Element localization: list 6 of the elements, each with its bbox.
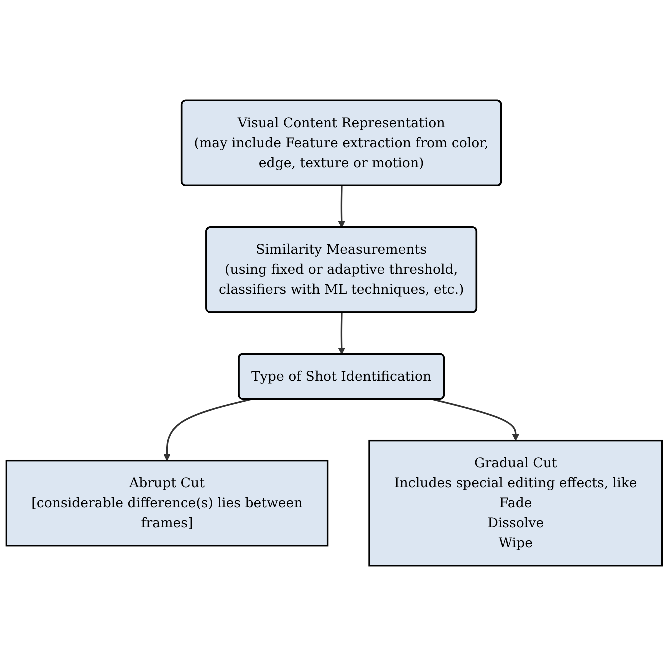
arrow bbox=[338, 186, 346, 228]
arrow bbox=[432, 398, 520, 441]
node-box: Abrupt Cut [considerable difference(s) lies between frames] bbox=[6, 460, 329, 546]
node-box: Gradual Cut Includes special editing effects, like Fade Dissolve Wipe bbox=[368, 440, 664, 566]
arrow bbox=[338, 312, 346, 355]
arrow bbox=[164, 398, 252, 461]
